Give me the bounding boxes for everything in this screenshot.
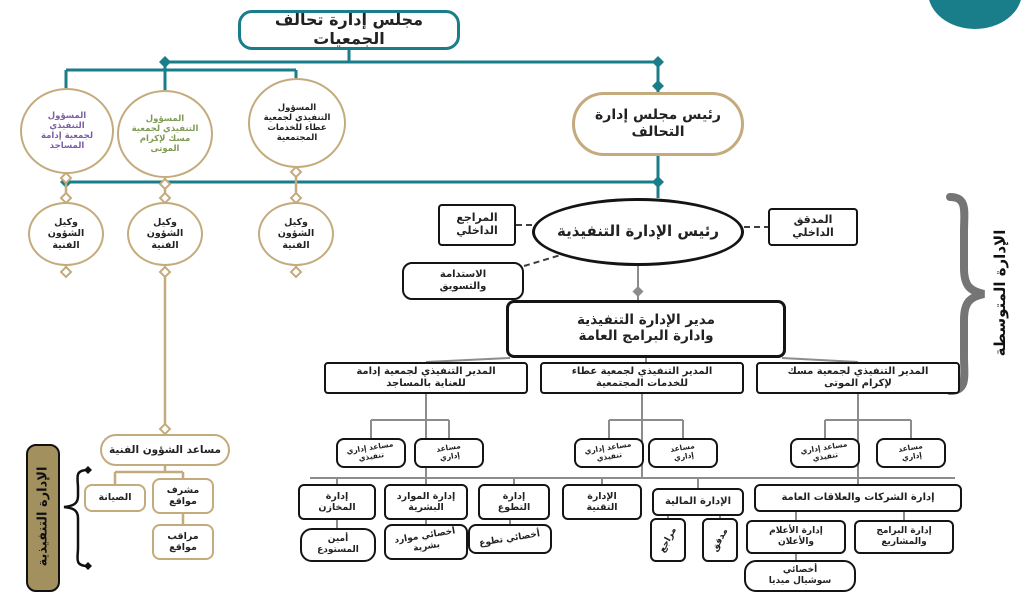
node-board: مجلس إدارة تحالف الجمعيات (238, 10, 460, 50)
node-dept-companies-pr: إدارة الشركات والعلاقات العامة (754, 484, 962, 512)
node-programs-projects: إدارة البرامج والمشاريع (854, 520, 954, 554)
asst-exec-label: مساعد إداري تنفيذي (346, 439, 395, 463)
node-dept-hr: إدارة الموارد البشرية (384, 484, 468, 520)
node-internal-reviewer: المراجع الداخلي (438, 204, 516, 246)
node-executive-head: رئيس الإدارة التنفيذية (532, 198, 744, 266)
node-dept-finance: الإدارة المالية (652, 488, 744, 516)
node-ed-misk: المدير التنفيذي لجمعية مسك لإكرام الموتى (756, 362, 960, 394)
node-site-supervisor: مشرف مواقع (152, 478, 214, 514)
node-executive-director: مدير الإدارة التنفيذية وادارة البرامج ال… (506, 300, 786, 358)
gray-diamond-connector (632, 286, 644, 297)
node-chairman: رئيس مجلس إدارة التحالف (572, 92, 744, 156)
left-brace-tip-bottom (84, 562, 92, 570)
asst-exec-label: مساعد إداري تنفيذي (800, 439, 849, 463)
node-internal-auditor: المدقق الداخلي (768, 208, 858, 246)
node-asst-exec-misk: مساعد إداري تنفيذي (790, 438, 860, 468)
node-ed-ataa: المدير التنفيذي لجمعية عطاء للخدمات المج… (540, 362, 744, 394)
node-warehouse-keeper: أمين المستودع (300, 528, 376, 562)
node-dept-technology: الإدارة التقنية (562, 484, 642, 520)
node-deputy-technical-1: وكيل الشؤون الفنية (28, 202, 104, 266)
node-social-media-specialist: أخصائي سوشيال ميديا (744, 560, 856, 592)
asst-admin-label: مساعد إداري (669, 441, 695, 463)
node-asst-admin-ataa: مساعد إداري (648, 438, 718, 468)
node-asst-admin-idamah: مساعد إداري (414, 438, 484, 468)
node-exec-officer-idamah: المسؤول التنفيذي لجمعية إدامة المساجد (20, 88, 114, 174)
reviewer-label: مراجع (657, 525, 679, 555)
left-brace-tip-top (84, 466, 92, 474)
node-volunteer-specialist: أخصائي تطوع (468, 524, 552, 554)
left-brace (63, 468, 90, 568)
node-technical-affairs-assistant: مساعد الشؤون الفنية (100, 434, 230, 466)
node-maintenance: الصيانة (84, 484, 146, 512)
hr-specialist-label: أخصائي موارد بشرية (393, 526, 457, 554)
node-site-monitor: مراقب مواقع (152, 524, 214, 560)
node-media-advertising: إدارة الأعلام والأعلان (746, 520, 846, 554)
asst-admin-label: مساعد إداري (897, 441, 923, 463)
volunteer-specialist-label: أخصائي تطوع (478, 528, 542, 549)
node-dept-warehouses: إدارة المخازن (298, 484, 376, 520)
operational-management-tag (26, 444, 60, 592)
node-asst-exec-idamah: مساعد إداري تنفيذي (336, 438, 406, 468)
node-dept-volunteering: إدارة التطوع (478, 484, 550, 520)
node-auditor: مدقق (702, 518, 738, 562)
node-ed-idamah: المدير التنفيذي لجمعية إدامة للعناية بال… (324, 362, 528, 394)
auditor-label: مدقق (709, 526, 730, 554)
node-deputy-technical-3: وكيل الشؤون الفنية (258, 202, 334, 266)
node-deputy-technical-2: وكيل الشؤون الفنية (127, 202, 203, 266)
operational-management-label: الإدارة التنفيذية (35, 466, 51, 567)
teal-blob-decoration (929, 0, 1021, 29)
node-asst-exec-ataa: مساعد إداري تنفيذي (574, 438, 644, 468)
node-reviewer: مراجع (650, 518, 686, 562)
node-sustainability-marketing: الاستدامة والتسويق (402, 262, 524, 300)
node-hr-specialist: أخصائي موارد بشرية (384, 524, 468, 560)
asst-exec-label: مساعد إداري تنفيذي (584, 439, 633, 463)
node-exec-officer-ataa: المسؤول التنفيذي لجمعية عطاء للخدمات الم… (248, 78, 346, 168)
asst-admin-label: مساعد إداري (435, 441, 461, 463)
node-exec-officer-misk: المسؤول التنفيذي لجمعية مسك لإكرام الموت… (117, 90, 213, 178)
node-asst-admin-misk: مساعد إداري (876, 438, 946, 468)
middle-management-label: الإدارة المتوسطة (991, 229, 1009, 357)
